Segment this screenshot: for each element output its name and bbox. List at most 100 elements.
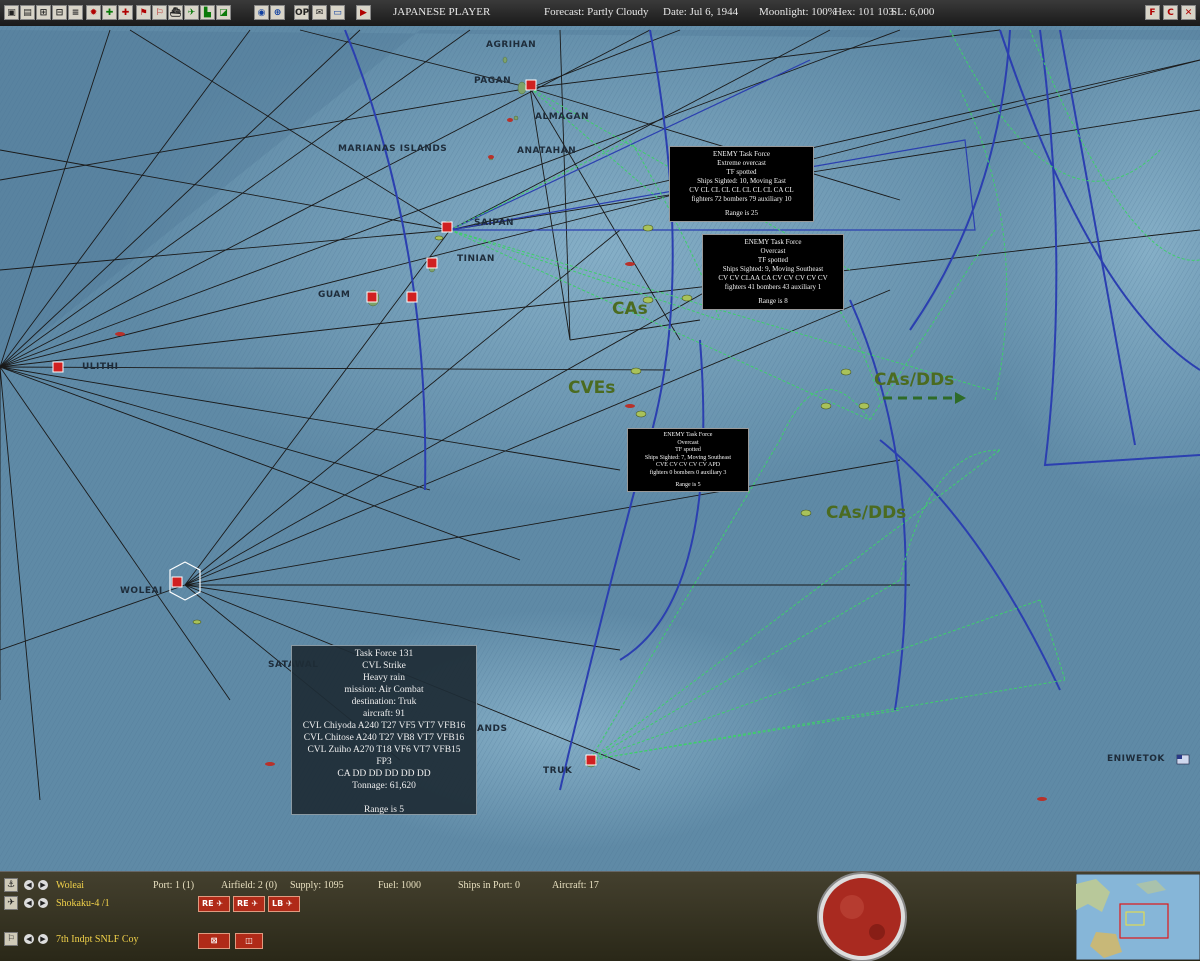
enemy-tf-popup-3: ENEMY Task Force Overcast TF spotted Shi… — [627, 428, 749, 492]
prev-ground-unit-button[interactable]: ◀ — [24, 934, 34, 944]
re-button-2-label: RE — [237, 899, 249, 908]
tf-line: CVL Zuiho A270 T18 VF6 VT7 VFB15 — [307, 745, 461, 755]
combat-icon[interactable]: C — [1163, 5, 1178, 20]
tf-line: mission: Air Combat — [344, 685, 424, 695]
motor-button[interactable]: ◫ — [235, 933, 263, 949]
window-icon[interactable]: ▭ — [330, 5, 345, 20]
base-markers — [52, 79, 1190, 766]
air-unit-name[interactable]: Shokaku-4 /1 — [56, 898, 110, 909]
re-button-1-label: RE — [202, 899, 214, 908]
hex-label: Hex: 101 103 — [834, 6, 894, 18]
popup-title: ENEMY Task Force — [744, 238, 802, 246]
ground-unit-name[interactable]: 7th Indpt SNLF Coy — [56, 934, 139, 945]
air-unit-icon[interactable]: ✈ — [4, 896, 18, 910]
next-base-button[interactable]: ▶ — [38, 880, 48, 890]
airplane-icon[interactable]: ✈ — [184, 5, 199, 20]
label-truk: TRUK — [543, 766, 573, 776]
label-guam: GUAM — [318, 290, 351, 300]
enemy-tf-popup-2: ENEMY Task Force Overcast TF spotted Shi… — [702, 234, 844, 310]
target-icon[interactable]: ⊕ — [270, 5, 285, 20]
popup-sighted: Ships Sighted: 7, Moving Southeast — [644, 454, 732, 461]
end-turn-icon[interactable]: ▶ — [356, 5, 371, 20]
label-ulithi: ULITHI — [82, 362, 119, 372]
popup-ships: CV CV CLAA CA CV CV CV CV CV — [718, 274, 828, 282]
popup-sighted: Ships Sighted: 10, Moving East — [697, 177, 786, 185]
popup-ships: CV CL CL CL CL CL CL CL CA CL — [689, 186, 794, 194]
reports-icon[interactable]: ⊞ — [36, 5, 51, 20]
label-pagan: PAGAN — [474, 76, 512, 86]
label-agrihan: AGRIHAN — [486, 40, 537, 50]
anchor-icon[interactable]: ⚓ — [4, 878, 18, 892]
popup-title: ENEMY Task Force — [663, 432, 713, 438]
map-canvas — [0, 26, 1200, 871]
re-button-2[interactable]: RE ✈ — [233, 896, 265, 912]
prev-base-button[interactable]: ◀ — [24, 880, 34, 890]
tf-line: CVL Strike — [362, 661, 406, 671]
save-icon[interactable]: ▣ — [4, 5, 19, 20]
units-icon[interactable]: ≡ — [68, 5, 83, 20]
ship-icon[interactable]: ⛴ — [168, 5, 183, 20]
airfield-info: Airfield: 2 (0) — [221, 880, 278, 891]
aircraft-info: Aircraft: 17 — [552, 880, 599, 891]
flag-icon[interactable]: ✹ — [86, 5, 101, 20]
annotation-cas: CAs — [612, 299, 648, 319]
label-anatahan: ANATAHAN — [517, 146, 577, 156]
label-marianas: MARIANAS ISLANDS — [338, 144, 448, 154]
exit-icon[interactable]: ✕ — [1181, 5, 1196, 20]
supply-info: Supply: 1095 — [290, 880, 344, 891]
annotation-cas-dds-east: CAs/DDs — [874, 370, 955, 390]
forecast-label: Forecast: Partly Cloudy — [544, 6, 649, 18]
status-dial[interactable] — [787, 872, 937, 961]
medical-cross-icon[interactable]: ✚ — [102, 5, 117, 20]
tf-line — [294, 792, 474, 804]
popup-title: ENEMY Task Force — [712, 150, 771, 158]
annotation-cves: CVEs — [568, 378, 616, 398]
sl-label: SL: 6,000 — [891, 6, 935, 18]
re-button-1[interactable]: RE ✈ — [198, 896, 230, 912]
popup-status: TF spotted — [726, 168, 757, 176]
label-islands-tail: ANDS — [477, 724, 508, 734]
message-icon[interactable]: ✉ — [312, 5, 327, 20]
popup-aircraft: fighters 0 bombers 0 auxiliary 3 — [649, 469, 727, 476]
popup-range: Range is 8 — [758, 297, 788, 305]
bases-icon[interactable]: ⊟ — [52, 5, 67, 20]
red-cross-icon[interactable]: ✚ — [118, 5, 133, 20]
prev-air-unit-button[interactable]: ◀ — [24, 898, 34, 908]
tf-line: aircraft: 91 — [363, 709, 405, 719]
annotation-cas-dds-south: CAs/DDs — [826, 503, 907, 523]
load-icon[interactable]: ▤ — [20, 5, 35, 20]
label-woleai: WOLEAI — [120, 586, 163, 596]
tf-line: FP3 — [376, 757, 392, 767]
pennant-icon[interactable]: ⚑ — [136, 5, 151, 20]
label-saipan: SAIPAN — [474, 218, 515, 228]
label-eniwetok: ENIWETOK — [1107, 754, 1165, 764]
base-name[interactable]: Woleai — [56, 880, 85, 891]
infantry-button[interactable]: ⊠ — [198, 933, 230, 949]
popup-status: TF spotted — [757, 256, 789, 264]
minimap[interactable] — [1076, 874, 1200, 960]
terrain-icon[interactable]: ◪ — [216, 5, 231, 20]
globe-icon[interactable]: ◉ — [254, 5, 269, 20]
popup-status: TF spotted — [675, 447, 701, 453]
lb-button[interactable]: LB ✈ — [268, 896, 300, 912]
strategic-map[interactable]: AGRIHAN PAGAN ALMAGAN MARIANAS ISLANDS A… — [0, 26, 1200, 871]
popup-aircraft: fighters 72 bombers 79 auxiliary 10 — [691, 195, 792, 203]
task-force-popup: Task Force 131 CVL Strike Heavy rain mis… — [291, 645, 477, 815]
op-icon[interactable]: OP — [294, 5, 309, 20]
moonlight-label: Moonlight: 100% — [759, 6, 837, 18]
tf-line: Tonnage: 61,620 — [352, 781, 416, 791]
ground-unit-icon[interactable]: ⚐ — [4, 932, 18, 946]
pennant-alt-icon[interactable]: ⚐ — [152, 5, 167, 20]
tf-line: destination: Truk — [351, 697, 417, 707]
tf-line: Task Force 131 — [354, 649, 414, 659]
flag-toggle-icon[interactable]: F — [1145, 5, 1160, 20]
next-air-unit-button[interactable]: ▶ — [38, 898, 48, 908]
next-ground-unit-button[interactable]: ▶ — [38, 934, 48, 944]
popup-ships: CVE CV CV CV CV APD — [655, 462, 721, 468]
bottom-info-bar: ⚓ ◀ ▶ Woleai Port: 1 (1) Airfield: 2 (0)… — [0, 871, 1200, 961]
tf-line: CVL Chiyoda A240 T27 VF5 VT7 VFB16 — [302, 721, 466, 731]
ground-icon[interactable]: ▙ — [200, 5, 215, 20]
label-tinian: TINIAN — [457, 254, 495, 264]
label-almagan: ALMAGAN — [535, 112, 590, 122]
port-info: Port: 1 (1) — [153, 880, 195, 891]
